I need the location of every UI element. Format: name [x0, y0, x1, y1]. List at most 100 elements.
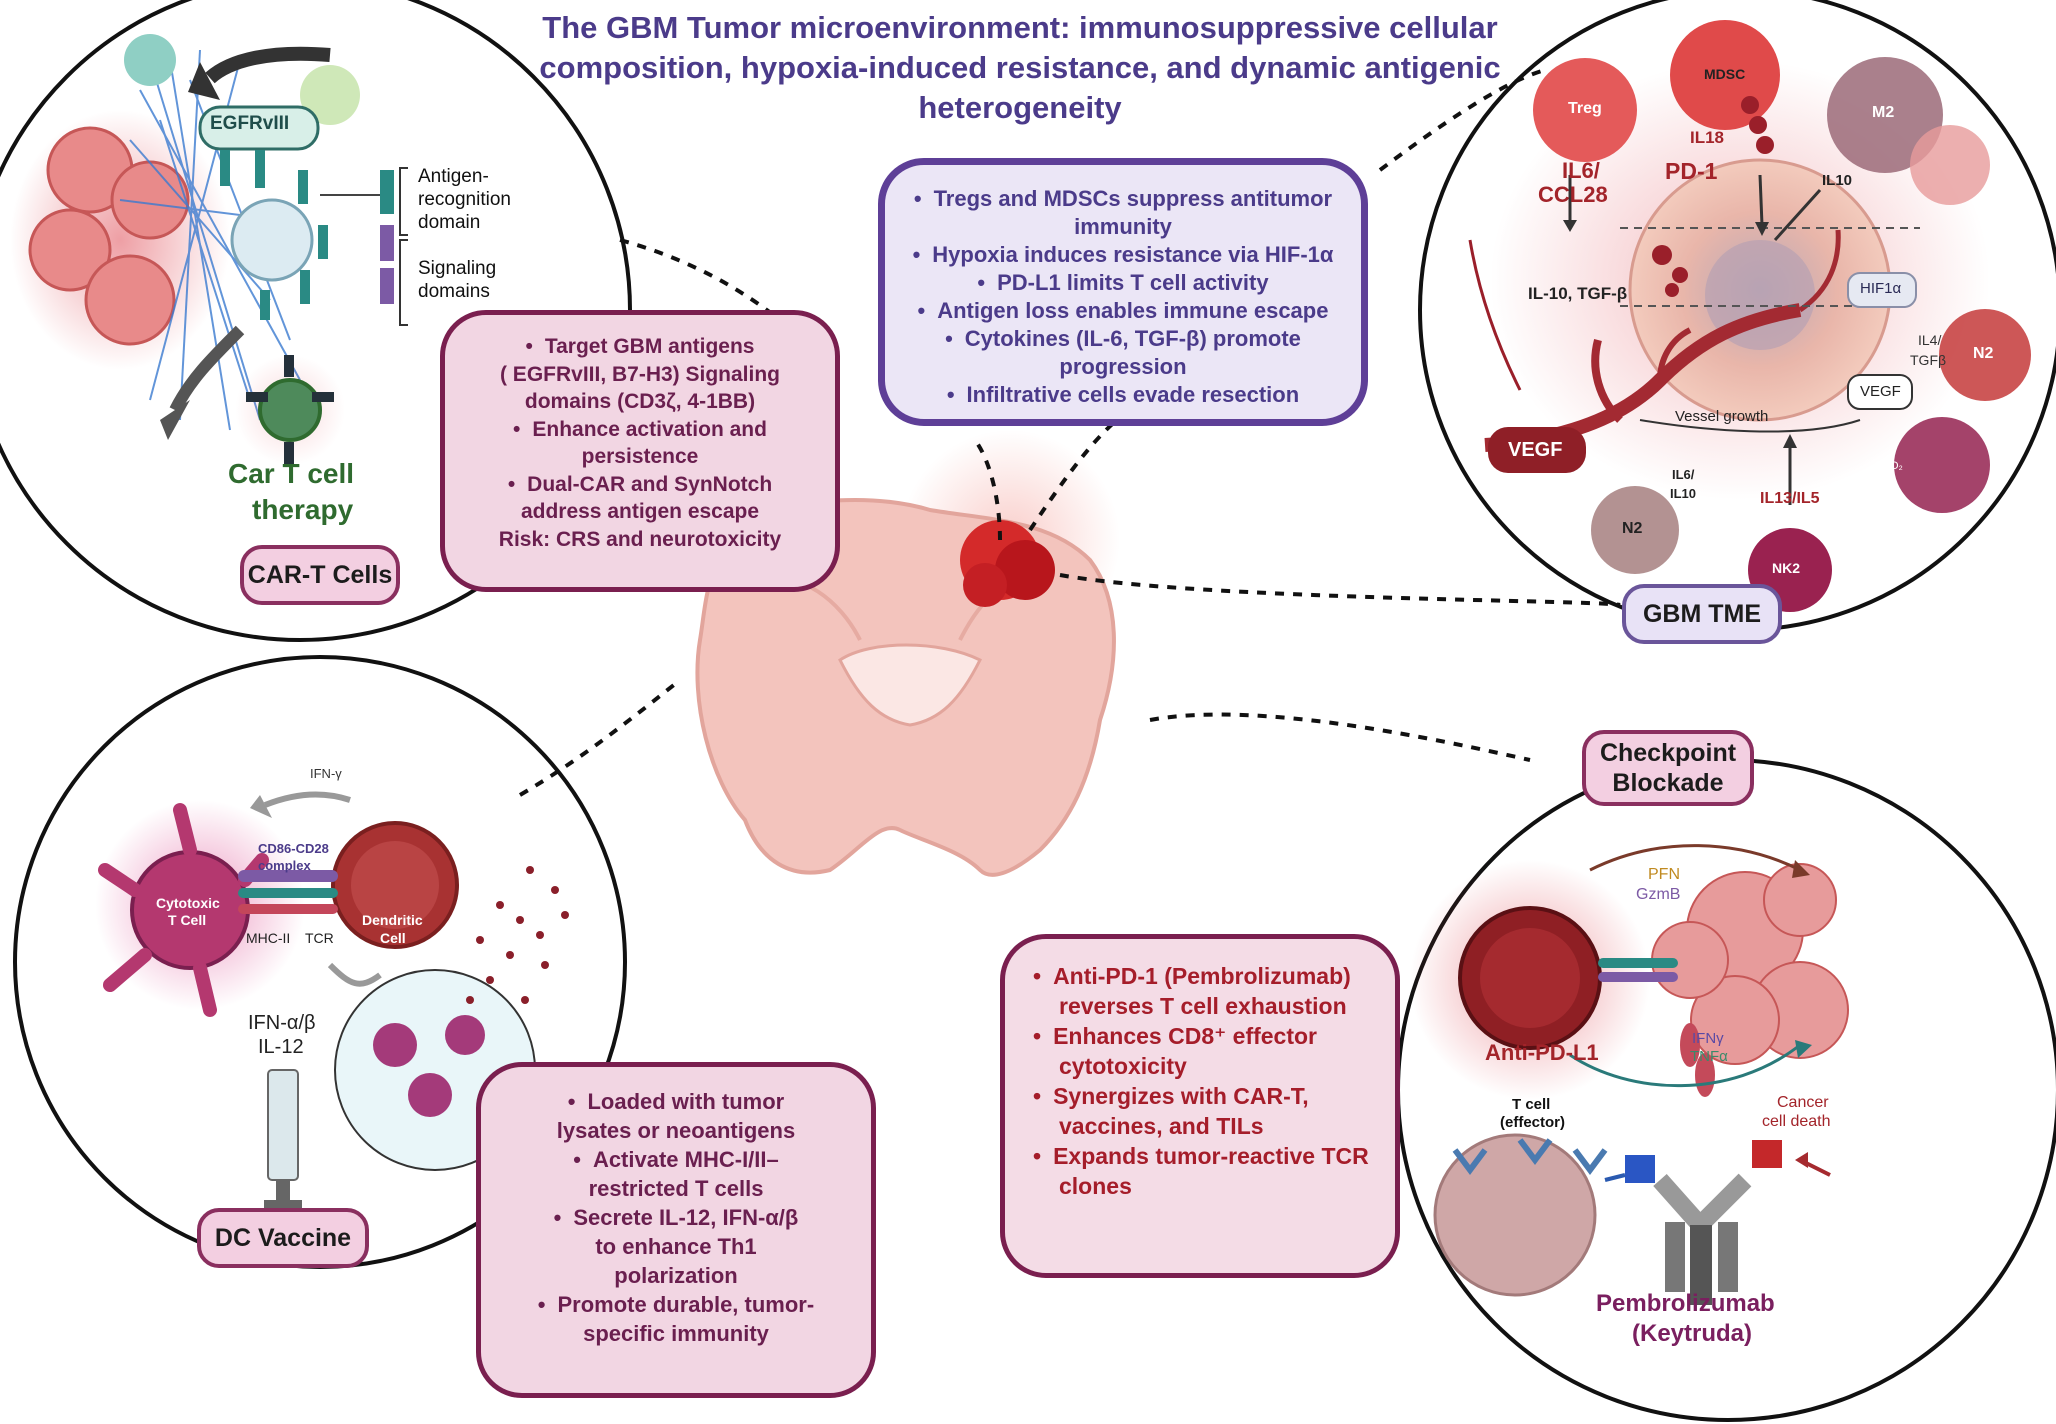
car-t-therapy-label-1: Car T cell [228, 458, 355, 489]
signaling-label-2: domains [418, 281, 490, 302]
signaling-label-1: Signaling [418, 258, 497, 279]
cb-item-1: Anti-PD-1 (Pembrolizumab) reverses T cel… [1033, 961, 1373, 1021]
pembrolizumab-label-1: Pembrolizumab [1596, 1290, 1775, 1317]
pembrolizumab-label-2: (Keytruda) [1632, 1320, 1753, 1347]
car-t-therapy-label-2: therapy [252, 494, 354, 525]
cart-item-2: Enhance activation and [459, 416, 821, 444]
cd86-label-1: CD86-CD28 [258, 841, 329, 856]
cb-item-2: Enhances CD8⁺ effector cytotoxicity [1033, 1021, 1373, 1081]
checkpoint-summary-box: Anti-PD-1 (Pembrolizumab) reverses T cel… [1000, 934, 1400, 1278]
dc-item-1: Loaded with tumor [495, 1087, 857, 1116]
nk2-label: NK2 [1772, 560, 1801, 576]
cart-item-4: Risk: CRS and neurotoxicity [498, 527, 782, 551]
mhc-ii-label: MHC-II [246, 930, 291, 946]
il10-tgfb-label: IL-10, TGF-β [1528, 284, 1628, 303]
tme-item-1-cont: immunity [1074, 214, 1172, 239]
anti-pdl1-label: Anti-PD-L1 [1485, 1040, 1599, 1065]
il4-label-2: TGFβ [1910, 352, 1947, 368]
cytotoxic-label-2: T Cell [168, 912, 207, 928]
il6-il10-label-2: IL10 [1670, 486, 1697, 501]
tme-panel-art [1418, 0, 2056, 632]
checkpoint-label-line-2: Blockade [1612, 769, 1724, 797]
dc-item-3-cont: to enhance Th1 [595, 1234, 757, 1259]
treg-label: Treg [1568, 100, 1602, 117]
il6-label-1: IL6/ [1562, 158, 1600, 183]
dendritic-label-2: Cell [380, 930, 406, 946]
t-cell-label-1: T cell [1512, 1096, 1551, 1113]
dc-item-4: Promote durable, tumor- [495, 1290, 857, 1319]
dc-panel-art [13, 655, 627, 1269]
n2-lower-label: N2 [1622, 520, 1643, 537]
dc-summary-box: Loaded with tumor lysates or neoantigens… [476, 1062, 876, 1398]
dc-item-4-cont: specific immunity [583, 1321, 769, 1346]
tme-summary-box: Tregs and MDSCs suppress antitumor immun… [878, 158, 1368, 426]
dc-item-2-cont: restricted T cells [588, 1176, 764, 1201]
gbm-tme-section-label: GBM TME [1622, 584, 1782, 644]
cb-panel-art [1396, 758, 2056, 1422]
pd1-label: PD-1 [1665, 158, 1718, 184]
cancer-label-1: Cancer [1777, 1094, 1829, 1111]
dc-item-2: Activate MHC-I/II– [495, 1145, 857, 1174]
title-line-2: composition, hypoxia-induced resistance,… [539, 50, 1501, 85]
ifng-label: IFNγ [1692, 1030, 1724, 1047]
cb-item-3: Synergizes with CAR-T, vaccines, and TIL… [1033, 1081, 1373, 1141]
cd86-label-2: complex [258, 858, 311, 873]
tme-item-4: Antigen loss enables immune escape [899, 297, 1347, 325]
pfn-label: PFN [1648, 866, 1680, 883]
title-line-3: heterogeneity [918, 90, 1122, 125]
ifn-gamma-label: IFN-γ [310, 766, 342, 781]
antigen-label-1: Antigen- [418, 166, 489, 187]
checkpoint-section-label: Checkpoint Blockade [1582, 730, 1754, 806]
tme-item-5: Cytokines (IL-6, TGF-β) promote [899, 325, 1347, 353]
n2-label: N2 [1973, 345, 1994, 362]
checkpoint-label-line-1: Checkpoint [1599, 739, 1737, 767]
tcr-label: TCR [305, 930, 334, 946]
brain-art [695, 430, 1120, 877]
tme-item-5-cont: progression [1059, 354, 1187, 379]
mdsc-label: MDSC [1704, 66, 1746, 82]
cart-summary-box: Target GBM antigens ( EGFRvIII, B7-H3) S… [440, 310, 840, 592]
dc-item-3: Secrete IL-12, IFN-α/β [495, 1203, 857, 1232]
gzmb-label: GzmB [1636, 886, 1681, 903]
il4-label-1: IL4/ [1918, 332, 1942, 348]
cart-item-1-cont2: domains (CD3ζ, 4-1BB) [524, 390, 756, 413]
title-line-1: The GBM Tumor microenvironment: immunosu… [542, 10, 1498, 45]
cart-item-1: Target GBM antigens [459, 333, 821, 361]
il10-label: IL10 [1822, 172, 1853, 189]
tme-summary-list: Tregs and MDSCs suppress antitumor immun… [899, 185, 1347, 409]
tme-item-2: Hypoxia induces resistance via HIF-1α [899, 241, 1347, 269]
dendritic-label-1: Dendritic [362, 912, 423, 928]
tme-item-6: Infiltrative cells evade resection [899, 381, 1347, 409]
ifn-ab-label: IFN-α/β [248, 1012, 316, 1034]
il18-label: IL18 [1690, 128, 1725, 147]
m2-label: M2 [1872, 104, 1895, 121]
cart-item-3-cont: address antigen escape [520, 500, 760, 523]
hif1a-label: HIF1α [1860, 280, 1902, 297]
il13-il5-label: IL13/IL5 [1760, 490, 1820, 507]
o2-label: O₂ [1890, 460, 1903, 472]
tme-item-3: PD-L1 limits T cell activity [899, 269, 1347, 297]
egfrviii-label: EGFRvIII [210, 113, 290, 134]
il6-label-2: CCL28 [1538, 182, 1608, 207]
antigen-label-2: recognition [418, 189, 511, 210]
cart-item-1-cont: ( EGFRvIII, B7-H3) Signaling [499, 362, 781, 386]
figure-title: The GBM Tumor microenvironment: immunosu… [520, 8, 1520, 128]
dc-summary-list: Loaded with tumor lysates or neoantigens… [495, 1087, 857, 1348]
il12-label: IL-12 [258, 1036, 304, 1058]
cart-item-3: Dual-CAR and SynNotch [459, 471, 821, 499]
il6-il10-label-1: IL6/ [1672, 467, 1695, 482]
cb-item-4: Expands tumor-reactive TCR clones [1033, 1141, 1373, 1201]
vessel-growth-label: Vessel growth [1675, 408, 1769, 425]
antigen-label-3: domain [418, 212, 481, 233]
vegf-small-label: VEGF [1860, 383, 1901, 400]
tme-item-1: Tregs and MDSCs suppress antitumor [899, 185, 1347, 213]
dc-vaccine-section-label: DC Vaccine [197, 1208, 369, 1268]
checkpoint-summary-list: Anti-PD-1 (Pembrolizumab) reverses T cel… [1033, 961, 1373, 1201]
cart-item-2-cont: persistence [581, 445, 699, 468]
tnfa-label: TNFα [1690, 1048, 1728, 1065]
vegf-large-label: VEGF [1508, 439, 1563, 461]
dc-item-1-cont: lysates or neoantigens [556, 1118, 796, 1143]
dc-item-3-cont2: polarization [614, 1263, 738, 1288]
cancer-label-2: cell death [1762, 1113, 1831, 1130]
